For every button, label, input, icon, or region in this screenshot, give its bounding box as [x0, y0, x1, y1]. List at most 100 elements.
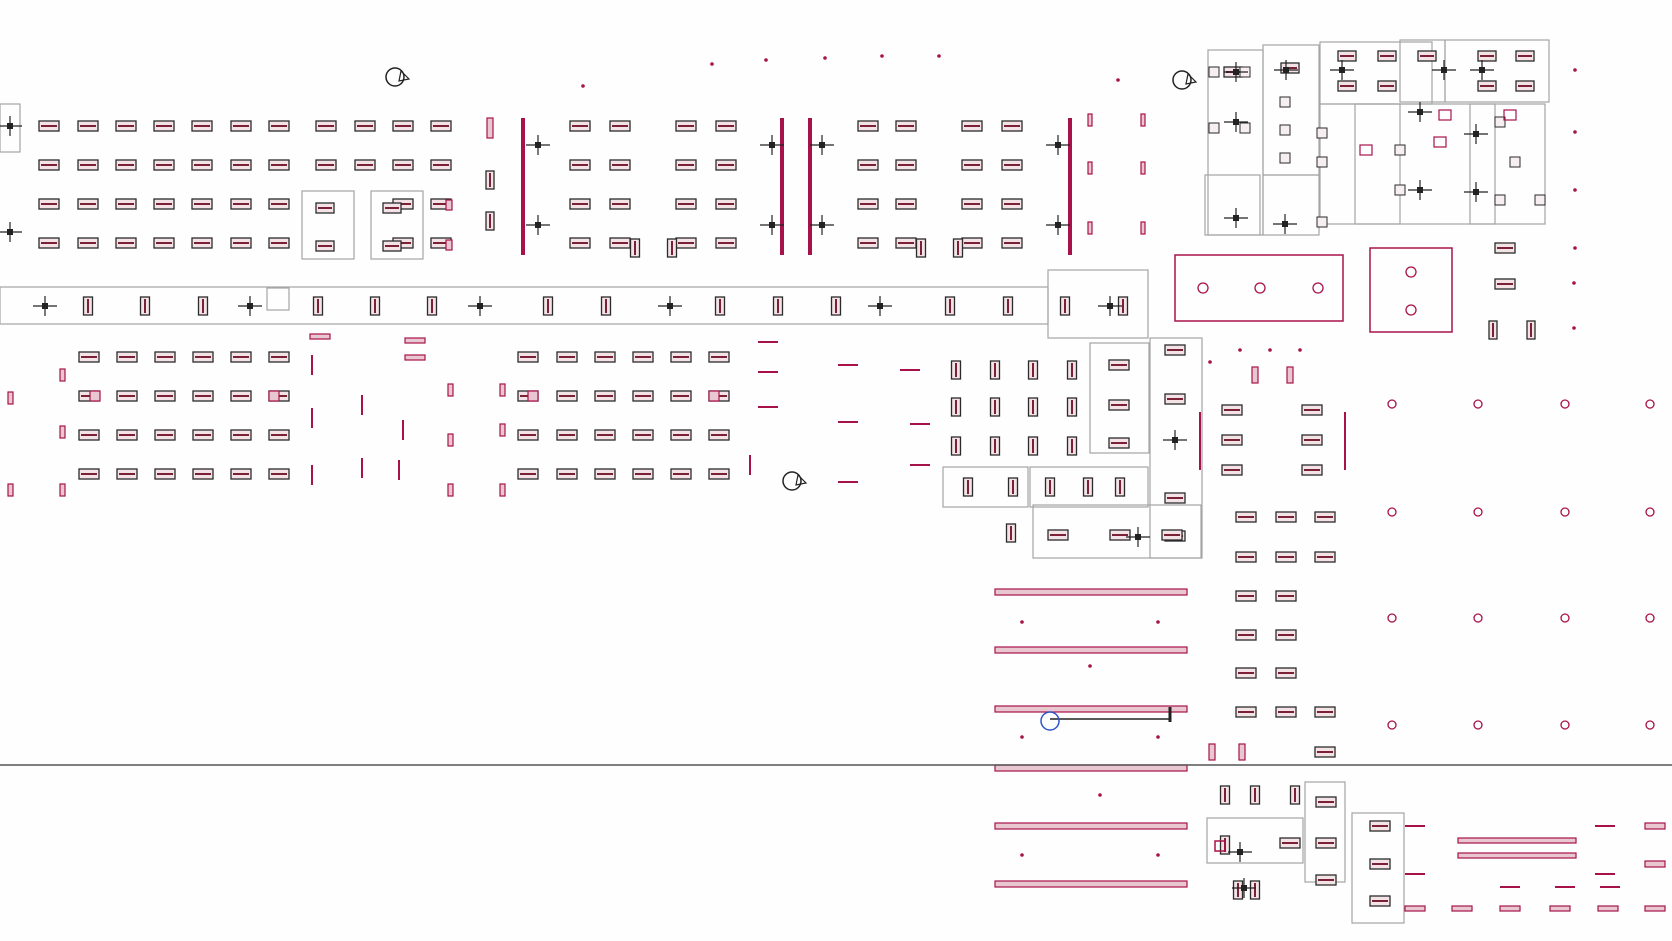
desk-symbol[interactable]: [1001, 120, 1023, 132]
chair-symbol[interactable]: [1394, 184, 1406, 196]
desk-symbol[interactable]: [354, 120, 376, 132]
desk-symbol[interactable]: [77, 237, 99, 249]
desk-symbol[interactable]: [1235, 511, 1257, 523]
chair-symbol[interactable]: [1394, 144, 1406, 156]
desk-symbol[interactable]: [230, 120, 252, 132]
desk-symbol-vertical[interactable]: [989, 397, 1001, 417]
desk-symbol[interactable]: [230, 351, 252, 363]
desk-symbol[interactable]: [1314, 746, 1336, 758]
desk-symbol[interactable]: [670, 429, 692, 441]
desk-symbol-vertical[interactable]: [542, 296, 554, 316]
desk-symbol[interactable]: [632, 429, 654, 441]
desk-symbol[interactable]: [230, 468, 252, 480]
cross-connector-icon[interactable]: [1274, 60, 1298, 80]
desk-symbol[interactable]: [715, 198, 737, 210]
desk-symbol-vertical[interactable]: [952, 238, 964, 258]
cross-connector-icon[interactable]: [1464, 182, 1488, 202]
desk-symbol[interactable]: [430, 159, 452, 171]
cross-connector-icon[interactable]: [1228, 842, 1252, 862]
desk-symbol[interactable]: [315, 120, 337, 132]
desk-symbol-vertical[interactable]: [1289, 785, 1301, 805]
desk-symbol[interactable]: [1235, 706, 1257, 718]
desk-symbol[interactable]: [78, 468, 100, 480]
desk-symbol[interactable]: [154, 390, 176, 402]
desk-symbol[interactable]: [1164, 344, 1186, 356]
desk-symbol[interactable]: [192, 390, 214, 402]
desk-symbol[interactable]: [1275, 551, 1297, 563]
desk-symbol[interactable]: [708, 468, 730, 480]
desk-symbol[interactable]: [1369, 820, 1391, 832]
desk-symbol[interactable]: [1109, 529, 1131, 541]
desk-symbol[interactable]: [38, 237, 60, 249]
desk-symbol[interactable]: [1001, 159, 1023, 171]
desk-symbol[interactable]: [1275, 511, 1297, 523]
desk-symbol[interactable]: [675, 198, 697, 210]
desk-symbol[interactable]: [382, 202, 402, 214]
desk-symbol-vertical[interactable]: [714, 296, 726, 316]
desk-symbol[interactable]: [556, 390, 578, 402]
cross-connector-icon[interactable]: [810, 215, 834, 235]
cross-connector-icon[interactable]: [1098, 296, 1122, 316]
cross-connector-icon[interactable]: [1470, 60, 1494, 80]
desk-symbol[interactable]: [1221, 464, 1243, 476]
cross-connector-icon[interactable]: [1408, 180, 1432, 200]
chair-symbol[interactable]: [1316, 156, 1328, 168]
desk-symbol[interactable]: [594, 429, 616, 441]
desk-symbol-vertical[interactable]: [369, 296, 381, 316]
desk-symbol[interactable]: [1301, 464, 1323, 476]
desk-symbol[interactable]: [191, 198, 213, 210]
desk-symbol[interactable]: [670, 390, 692, 402]
desk-symbol[interactable]: [116, 429, 138, 441]
desk-symbol[interactable]: [230, 198, 252, 210]
chair-symbol[interactable]: [1208, 122, 1220, 134]
desk-symbol-vertical[interactable]: [1066, 436, 1078, 456]
chair-symbol[interactable]: [1534, 194, 1546, 206]
cross-connector-icon[interactable]: [238, 296, 262, 316]
desk-symbol-vertical[interactable]: [629, 238, 641, 258]
desk-symbol[interactable]: [1369, 858, 1391, 870]
desk-symbol-vertical[interactable]: [1044, 477, 1056, 497]
desk-symbol[interactable]: [392, 120, 414, 132]
blue-circle-cursor-icon[interactable]: [1040, 711, 1060, 731]
desk-symbol[interactable]: [1221, 434, 1243, 446]
desk-symbol[interactable]: [153, 198, 175, 210]
desk-symbol-vertical[interactable]: [962, 477, 974, 497]
cross-connector-icon[interactable]: [1046, 135, 1070, 155]
desk-symbol[interactable]: [569, 120, 591, 132]
desk-symbol[interactable]: [230, 390, 252, 402]
desk-symbol-vertical[interactable]: [1488, 320, 1498, 340]
desk-symbol[interactable]: [609, 237, 631, 249]
desk-symbol[interactable]: [1275, 590, 1297, 602]
desk-symbol-vertical[interactable]: [197, 296, 209, 316]
desk-symbol[interactable]: [569, 159, 591, 171]
desk-symbol[interactable]: [961, 237, 983, 249]
desk-symbol[interactable]: [115, 120, 137, 132]
cross-connector-icon[interactable]: [760, 135, 784, 155]
desk-symbol[interactable]: [517, 429, 539, 441]
desk-symbol[interactable]: [268, 120, 290, 132]
desk-symbol-vertical[interactable]: [1002, 296, 1014, 316]
desk-symbol[interactable]: [1164, 492, 1186, 504]
chair-symbol[interactable]: [1208, 66, 1220, 78]
cross-connector-icon[interactable]: [468, 296, 492, 316]
desk-symbol[interactable]: [1279, 837, 1301, 849]
desk-symbol[interactable]: [1477, 50, 1497, 62]
cross-connector-icon[interactable]: [0, 222, 22, 242]
desk-symbol-vertical[interactable]: [950, 360, 962, 380]
desk-symbol[interactable]: [154, 351, 176, 363]
desk-symbol-vertical[interactable]: [1027, 397, 1039, 417]
desk-symbol[interactable]: [609, 159, 631, 171]
desk-symbol-vertical[interactable]: [1114, 477, 1126, 497]
desk-symbol-vertical[interactable]: [1082, 477, 1094, 497]
desk-symbol-vertical[interactable]: [1066, 360, 1078, 380]
desk-symbol[interactable]: [961, 198, 983, 210]
desk-symbol[interactable]: [1301, 404, 1323, 416]
desk-symbol[interactable]: [268, 237, 290, 249]
desk-symbol[interactable]: [961, 159, 983, 171]
desk-symbol-vertical[interactable]: [830, 296, 842, 316]
desk-symbol[interactable]: [116, 468, 138, 480]
desk-symbol[interactable]: [1494, 278, 1516, 290]
desk-symbol-vertical[interactable]: [312, 296, 324, 316]
chair-symbol[interactable]: [1279, 96, 1291, 108]
desk-symbol[interactable]: [857, 198, 879, 210]
